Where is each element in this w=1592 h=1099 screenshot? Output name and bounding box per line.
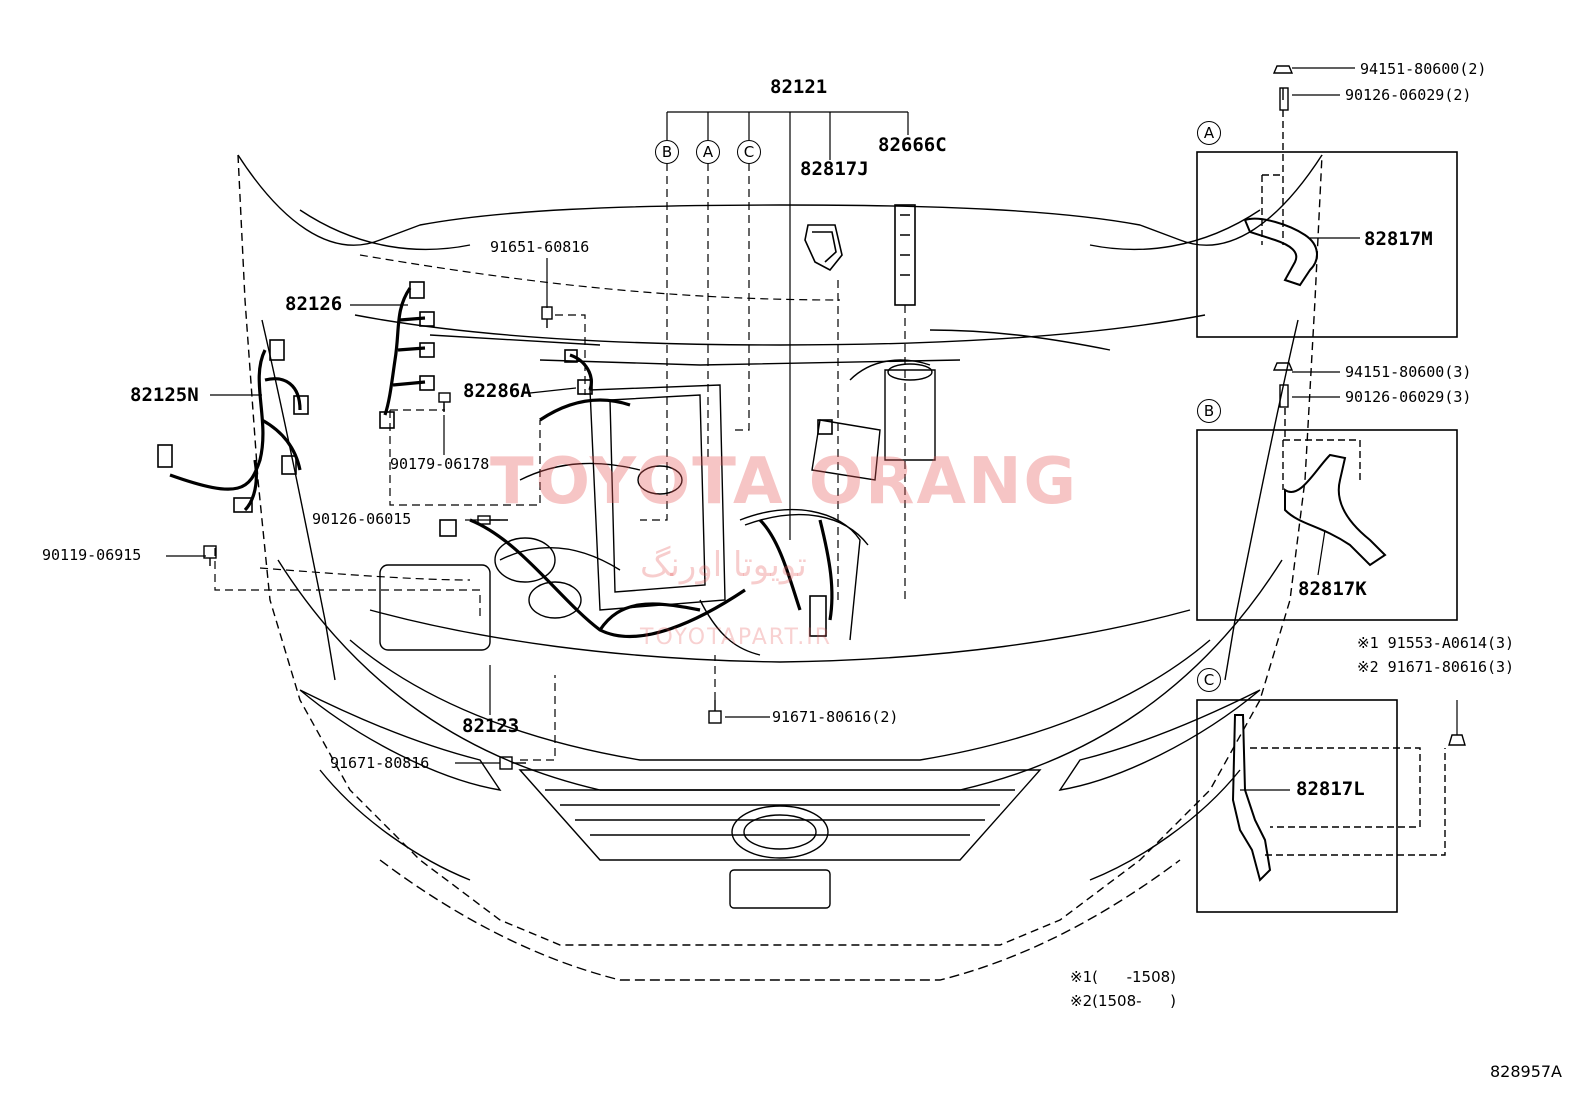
engine-bay bbox=[354, 314, 1206, 663]
view-tag-b: B bbox=[655, 140, 679, 164]
label-82666c: 82666C bbox=[878, 134, 947, 156]
watermark-persian: تویوتا اورنگ bbox=[640, 545, 807, 585]
label-82121: 82121 bbox=[770, 76, 828, 98]
brackets-top bbox=[804, 204, 916, 306]
label-82126: 82126 bbox=[285, 293, 343, 315]
label-82286a: 82286A bbox=[463, 380, 532, 402]
watermark-url: TOYOTAPART.IR bbox=[640, 625, 833, 650]
label-82817m: 82817M bbox=[1364, 228, 1433, 250]
car-body-outline bbox=[237, 154, 1323, 981]
label-91671-80616-3: ※2 91671-80616(3) bbox=[1357, 658, 1515, 676]
label-94151-80600-2: 94151-80600(2) bbox=[1360, 60, 1487, 78]
wire-harnesses bbox=[169, 287, 834, 639]
note-1: ※1( -1508) bbox=[1070, 968, 1177, 986]
label-91671-80816: 91671-80816 bbox=[330, 754, 430, 772]
view-tag-a: A bbox=[696, 140, 720, 164]
label-82817l: 82817L bbox=[1296, 778, 1365, 800]
detail-box-c-drawing bbox=[1196, 699, 1466, 913]
box-tag-b: B bbox=[1197, 399, 1221, 423]
label-90126-06029-2: 90126-06029(2) bbox=[1345, 86, 1472, 104]
diagram-code: 828957A bbox=[1489, 1062, 1562, 1081]
note-2: ※2(1508- ) bbox=[1070, 992, 1177, 1010]
watermark-text: TOYOTA ORANG bbox=[490, 445, 1079, 519]
label-94151-80600-3: 94151-80600(3) bbox=[1345, 363, 1472, 381]
label-82123: 82123 bbox=[462, 715, 520, 737]
detail-box-b-drawing bbox=[1196, 362, 1458, 621]
label-82817k: 82817K bbox=[1298, 578, 1367, 600]
label-90126-06029-3: 90126-06029(3) bbox=[1345, 388, 1472, 406]
label-82817j: 82817J bbox=[800, 158, 869, 180]
label-82125n: 82125N bbox=[130, 384, 199, 406]
label-90126-06015: 90126-06015 bbox=[312, 510, 412, 528]
detail-box-a-drawing bbox=[1196, 65, 1458, 338]
box-tag-c: C bbox=[1197, 668, 1221, 692]
fasteners bbox=[203, 306, 722, 770]
label-91553-a0614: ※1 91553-A0614(3) bbox=[1357, 634, 1515, 652]
label-90179-06178: 90179-06178 bbox=[390, 455, 490, 473]
label-90119-06915: 90119-06915 bbox=[42, 546, 142, 564]
box-tag-a: A bbox=[1197, 121, 1221, 145]
leader-lines bbox=[166, 111, 909, 764]
view-tag-c: C bbox=[737, 140, 761, 164]
dashed-leaders bbox=[214, 163, 906, 761]
label-91651-60816: 91651-60816 bbox=[490, 238, 590, 256]
label-91671-80616-2: 91671-80616(2) bbox=[772, 708, 899, 726]
